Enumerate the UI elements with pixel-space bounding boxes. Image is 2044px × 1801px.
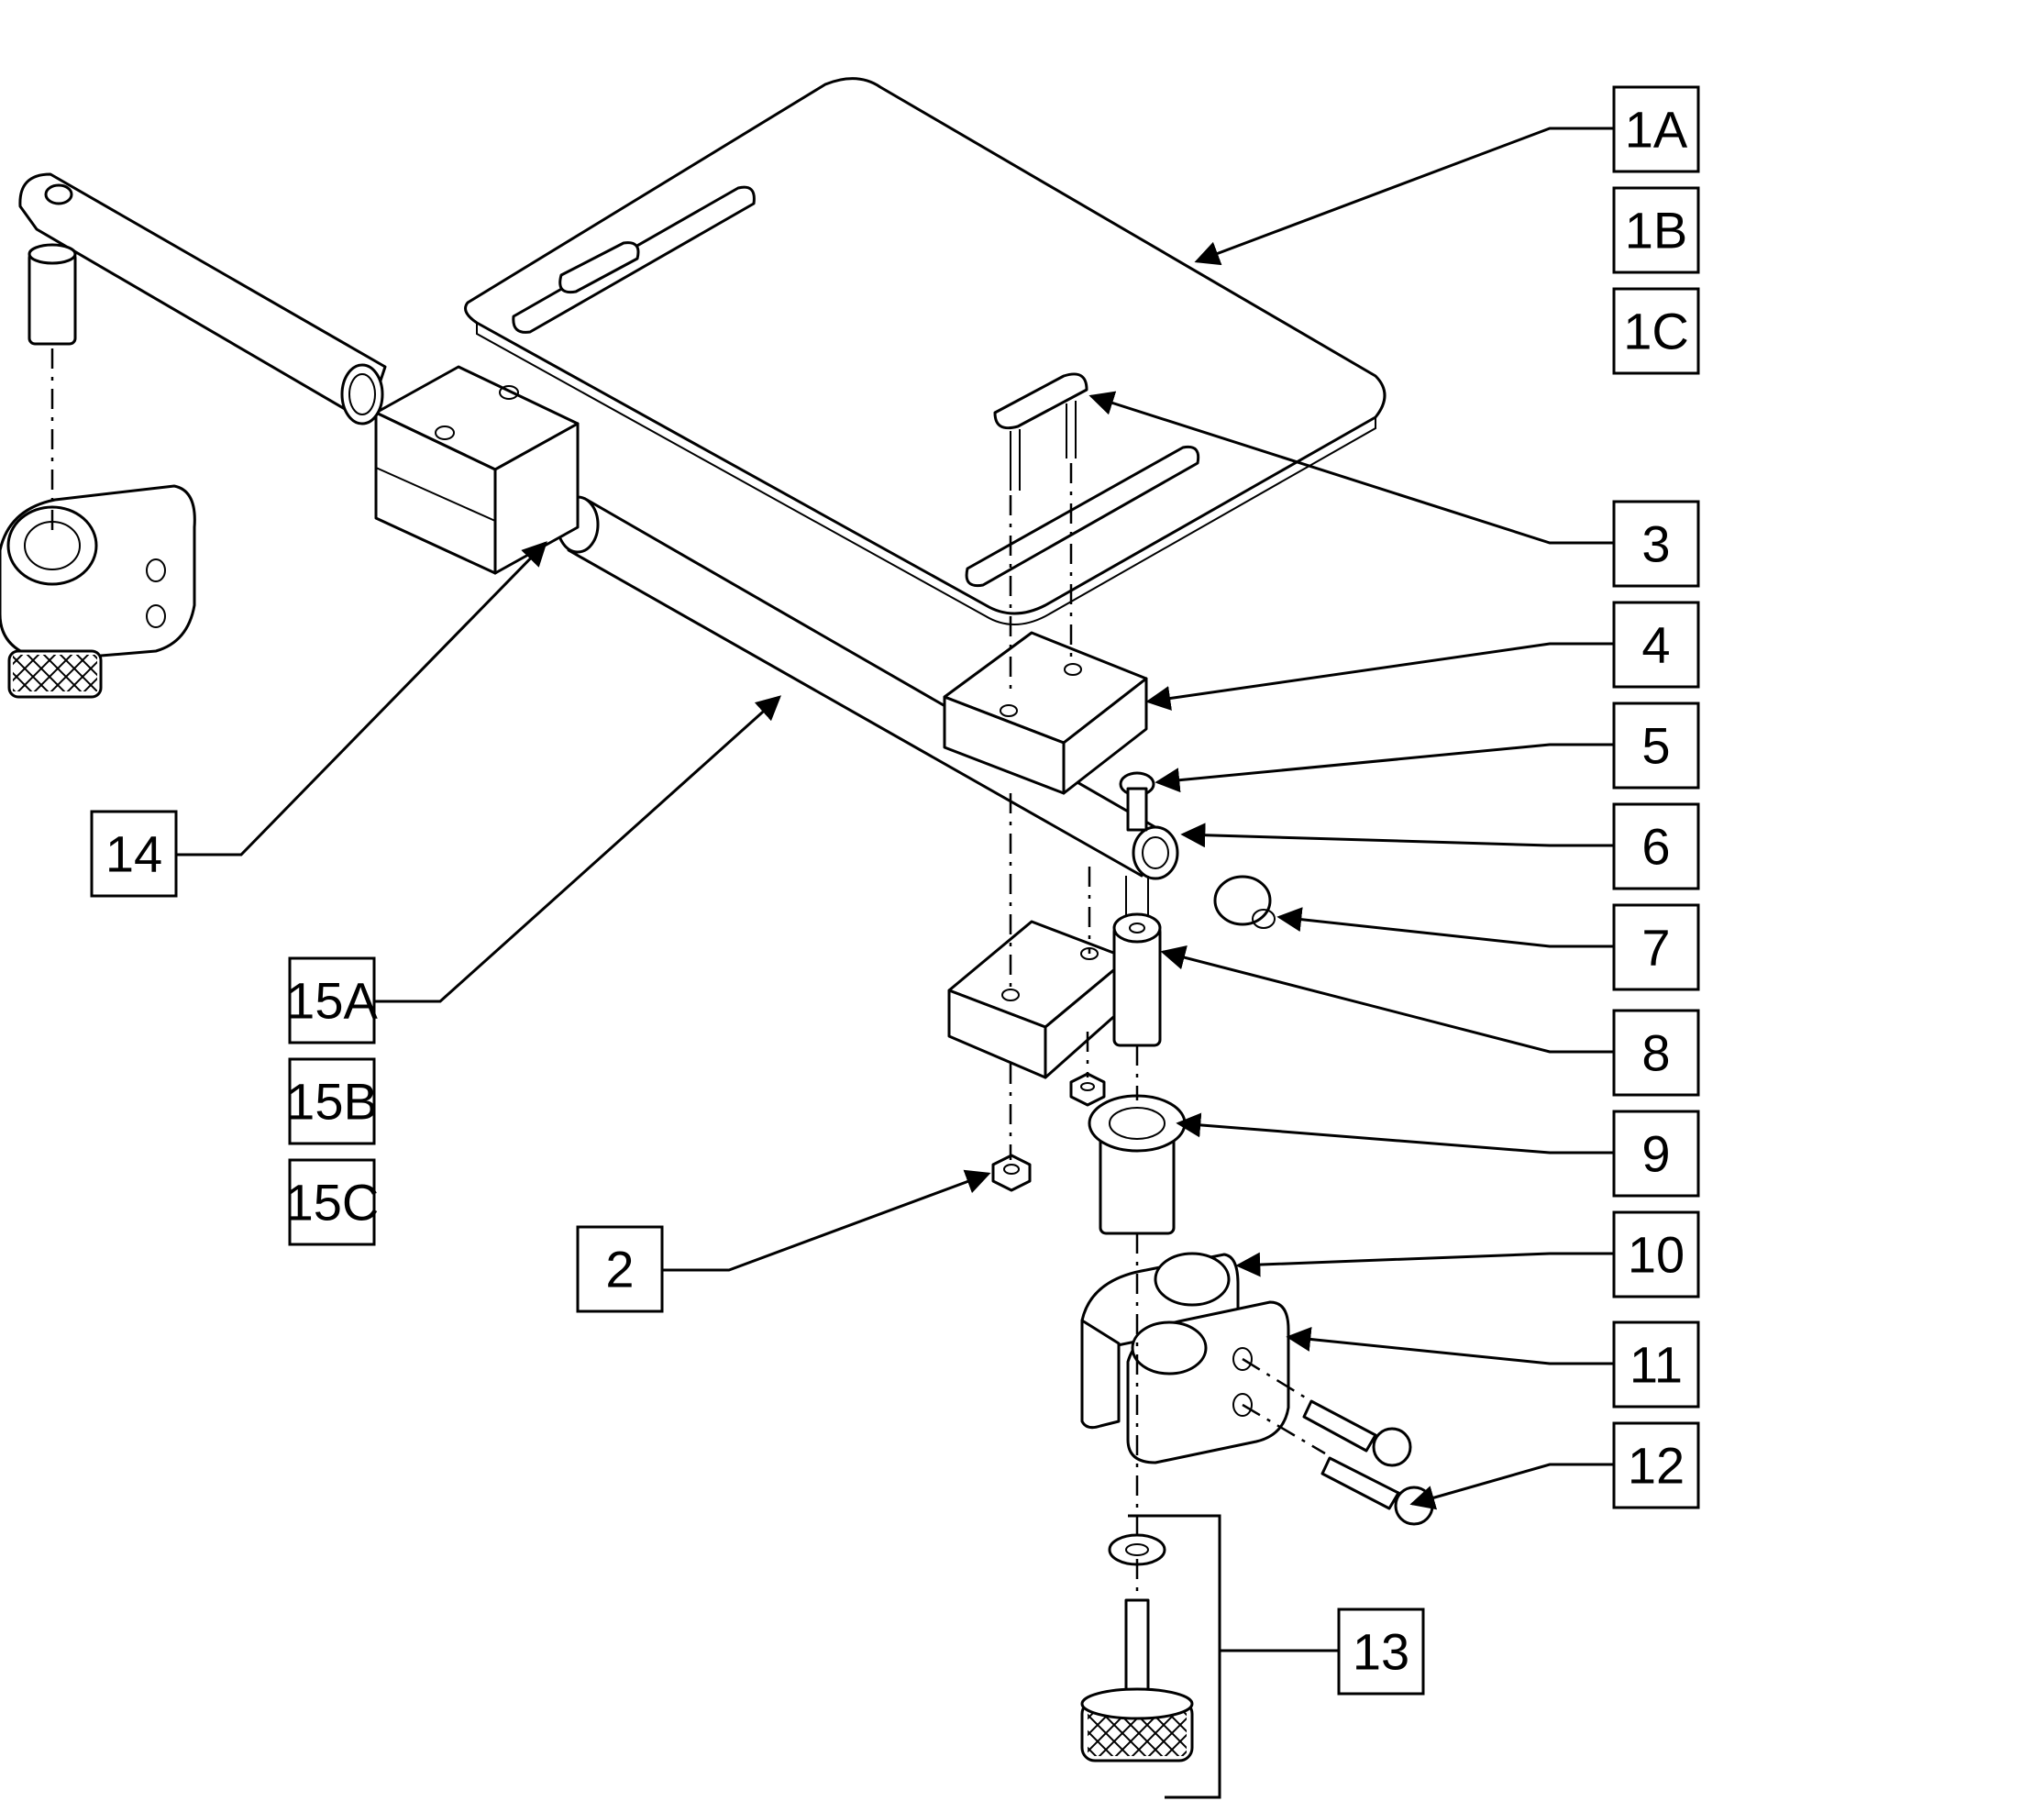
callout-6: 6: [1612, 802, 1700, 890]
callout-15B: 15B: [286, 1057, 378, 1145]
callout-1C: 1C: [1612, 287, 1700, 375]
pin: [1119, 771, 1155, 832]
callout-label: 6: [1641, 818, 1670, 876]
callout-14: 14: [90, 810, 178, 898]
callout-8: 8: [1612, 1009, 1700, 1097]
hex-nut-small: [1069, 1072, 1106, 1107]
callout-15A: 15A: [286, 956, 378, 1044]
end-cap: [1213, 875, 1276, 929]
callout-label: 15C: [285, 1174, 380, 1232]
callout-label: 9: [1641, 1125, 1670, 1183]
lower-clamp-block: [947, 920, 1130, 1079]
hex-nut-2: [991, 1154, 1032, 1192]
tray-plate: [464, 77, 1387, 625]
callout-2: 2: [576, 1225, 664, 1313]
callout-label: 13: [1353, 1623, 1409, 1681]
top-clamp-block: [943, 631, 1148, 795]
callout-label: 5: [1641, 717, 1670, 775]
callout-label: 1B: [1625, 202, 1688, 260]
assembly-lines: [50, 348, 1326, 1600]
threaded-post: [1112, 876, 1162, 1047]
callout-label: 14: [105, 825, 162, 883]
callout-5: 5: [1612, 702, 1700, 790]
callout-label: 15B: [286, 1073, 378, 1131]
callout-7: 7: [1612, 903, 1700, 991]
slider-with-screws: [993, 372, 1088, 491]
callout-12: 12: [1612, 1421, 1700, 1509]
callout-label: 1C: [1623, 303, 1689, 360]
callout-label: 7: [1641, 919, 1670, 977]
cap-screws: [1302, 1399, 1434, 1526]
callout-13: 13: [1337, 1608, 1425, 1696]
left-arm-rod: [18, 172, 387, 425]
callout-11: 11: [1612, 1320, 1700, 1409]
callout-label: 8: [1641, 1024, 1670, 1082]
callout-label: 10: [1628, 1226, 1685, 1284]
callout-1B: 1B: [1612, 186, 1700, 274]
washer-and-thumbscrew: [1080, 1533, 1194, 1762]
bushing: [1088, 1094, 1187, 1235]
callout-label: 1A: [1625, 101, 1688, 159]
callout-label: 4: [1641, 616, 1670, 674]
callout-4: 4: [1612, 601, 1700, 689]
lower-bracket-clamp: [1080, 1252, 1290, 1464]
callout-15C: 15C: [285, 1158, 380, 1246]
left-lower-clamp: [0, 484, 196, 699]
callout-label: 15A: [286, 972, 378, 1030]
callout-label: 12: [1628, 1437, 1685, 1495]
callout-3: 3: [1612, 500, 1700, 588]
callout-label: 3: [1641, 515, 1670, 573]
callout-1A: 1A: [1612, 85, 1700, 173]
callout-label: 11: [1630, 1336, 1683, 1394]
callout-9: 9: [1612, 1110, 1700, 1198]
callout-label: 2: [605, 1241, 634, 1298]
callout-10: 10: [1612, 1210, 1700, 1298]
leader-lines: [177, 127, 1614, 1799]
left-clamp-block: [374, 365, 580, 575]
